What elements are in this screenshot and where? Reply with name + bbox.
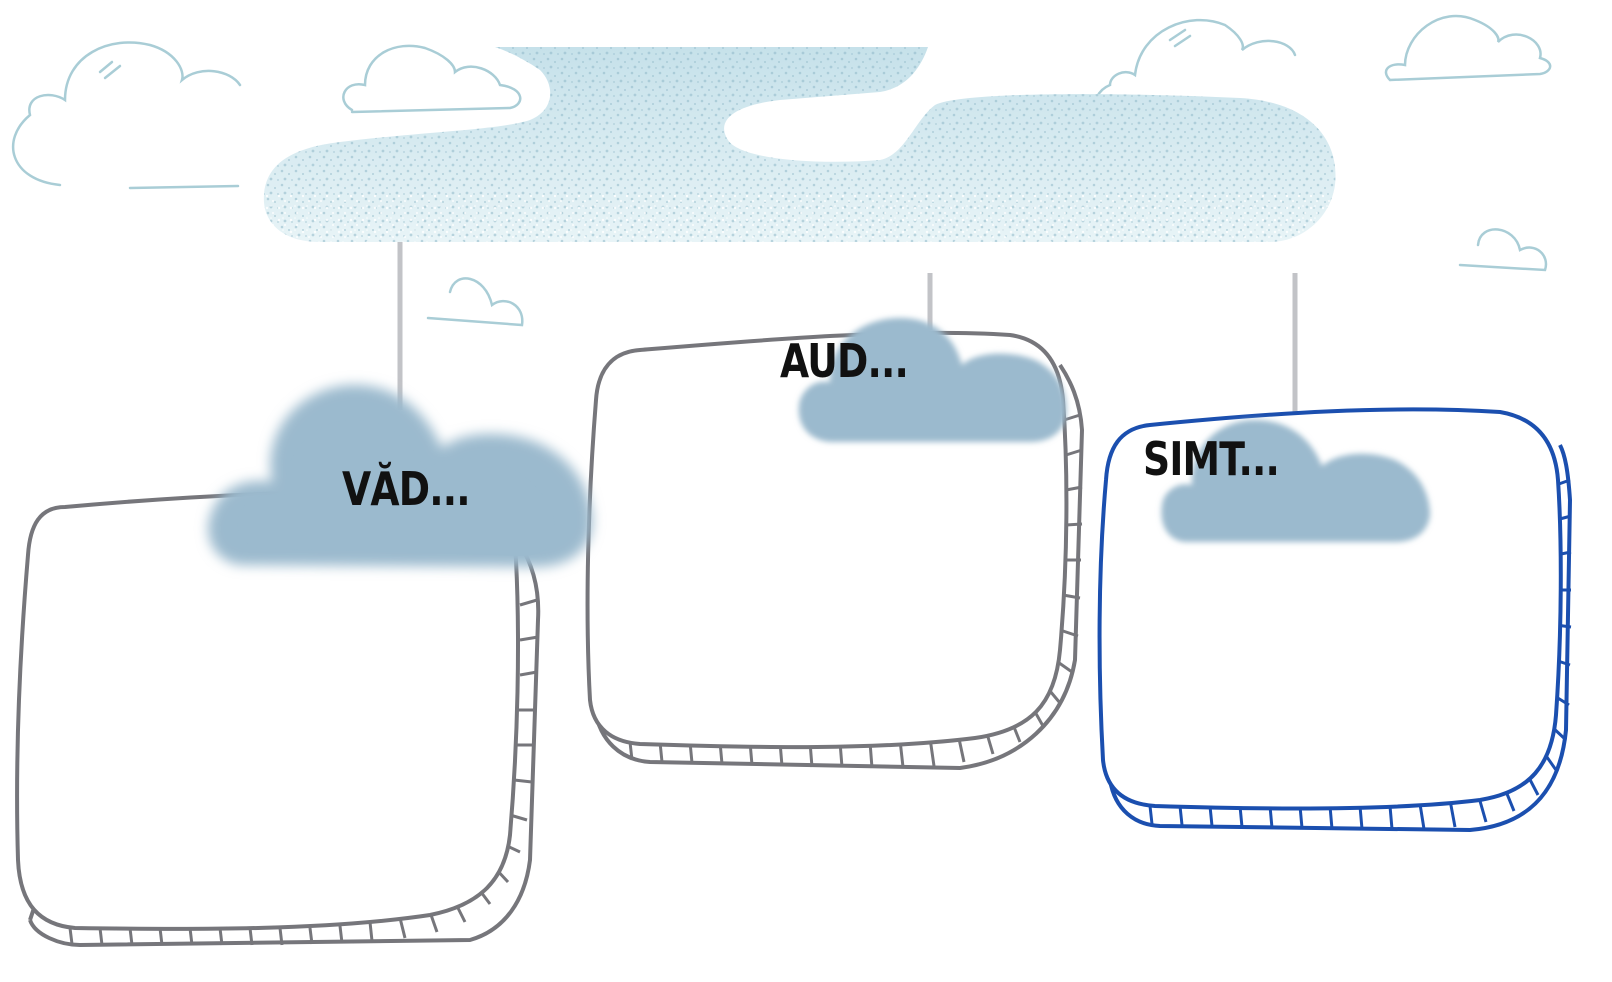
sketch-cloud-icon <box>13 42 240 185</box>
card-title-2[interactable]: AUD... <box>780 334 908 388</box>
card-title-1[interactable]: VĂD... <box>342 462 470 516</box>
sky-cloud-banner <box>264 47 1336 242</box>
card-title-3[interactable]: SIMT... <box>1143 432 1279 486</box>
sketch-cloud-icon <box>428 278 522 325</box>
sketch-cloud-icon <box>343 46 520 112</box>
sketch-cloud-icon <box>1386 16 1550 80</box>
sketch-cloud-icon <box>1460 229 1546 270</box>
